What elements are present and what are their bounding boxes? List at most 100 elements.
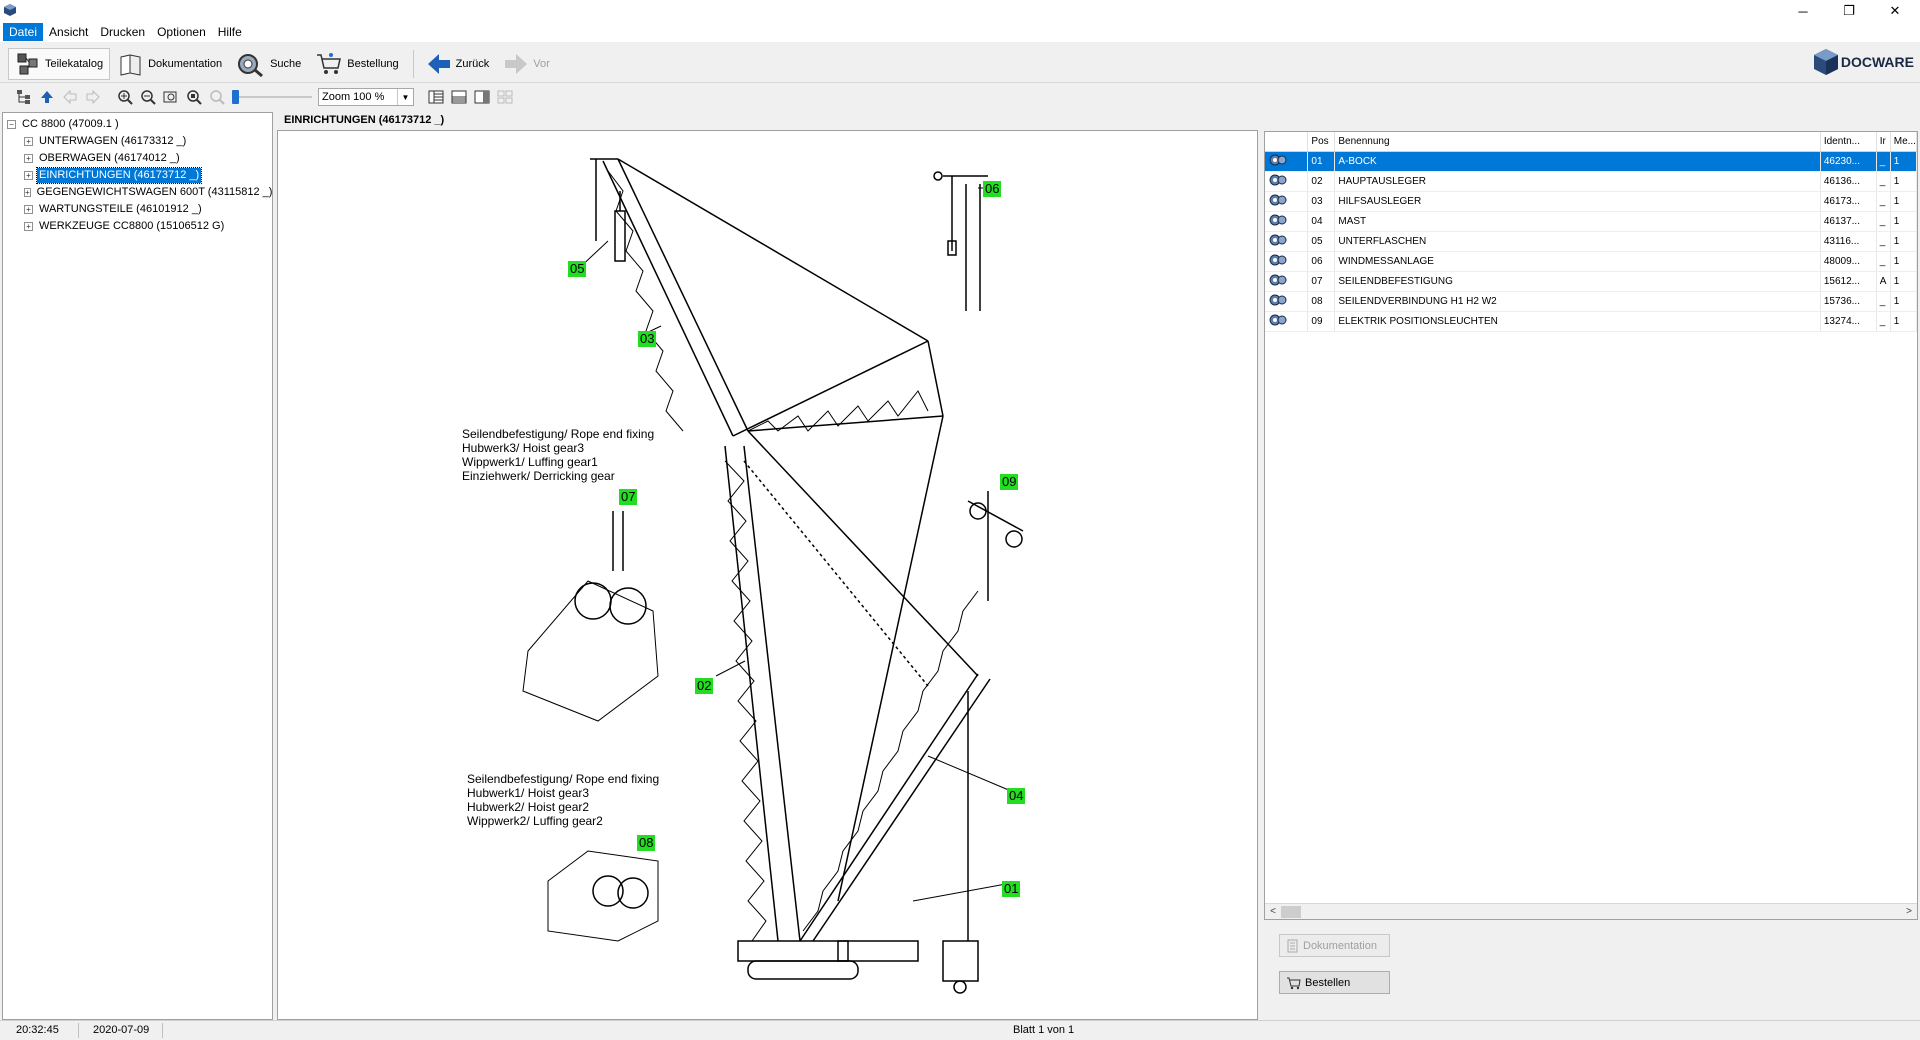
tree-root[interactable]: − CC 8800 (47009.1 ) [3,116,272,133]
dokumentation-button[interactable]: Dokumentation [112,48,228,80]
bestellen-button[interactable]: Bestellen [1279,971,1390,994]
zoom-out-icon[interactable] [138,87,158,107]
row-icon-cell[interactable] [1265,311,1309,332]
back-button[interactable]: Zurück [420,48,496,80]
suche-button[interactable]: Suche [230,48,307,80]
part-gear-icon [1269,254,1287,265]
zoom-select[interactable]: Zoom 100 % ▼ [318,88,414,106]
callout-02[interactable]: 02 [695,678,714,694]
column-header-identnummer[interactable]: Identn... [1820,132,1877,152]
arrow-back-disabled-icon[interactable] [60,87,80,107]
drawing-panel[interactable]: Seilendbefestigung/ Rope end fixing Hubw… [277,130,1258,1020]
tree-item-unterwagen[interactable]: + UNTERWAGEN (46173312 _) [3,133,272,150]
row-icon-cell[interactable] [1265,251,1309,272]
table-header-row: Pos Benennung Identn... Ir Me... [1265,132,1917,152]
cell-menge: 1 [1890,151,1917,172]
horizontal-scrollbar[interactable]: < > [1265,903,1917,919]
cell-identnummer: 48009... [1820,251,1877,272]
menu-ansicht[interactable]: Ansicht [49,25,89,39]
menu-drucken[interactable]: Drucken [100,25,146,39]
cell-identnummer: 46136... [1820,171,1877,192]
close-icon[interactable]: ✕ [1889,3,1901,18]
column-header-ir[interactable]: Ir [1876,132,1891,152]
row-icon-cell[interactable] [1265,151,1309,172]
column-header-benennung[interactable]: Benennung [1334,132,1821,152]
expand-icon[interactable]: + [24,154,33,163]
row-icon-cell[interactable] [1265,291,1309,312]
column-header-pos[interactable]: Pos [1307,132,1336,152]
zoom-in-icon[interactable] [115,87,135,107]
expand-icon[interactable]: + [24,205,33,214]
expand-icon[interactable]: + [24,171,33,180]
cell-identnummer: 43116... [1820,231,1877,252]
tree-item-oberwagen[interactable]: + OBERWAGEN (46174012 _) [3,150,272,167]
bestellung-button[interactable]: Bestellung [309,48,404,80]
teilekatalog-button[interactable]: Teilekatalog [8,47,111,80]
callout-01[interactable]: 01 [1002,881,1021,897]
layout-list-icon[interactable] [426,87,446,107]
callout-03[interactable]: 03 [638,331,657,347]
row-icon-cell[interactable] [1265,271,1309,292]
callout-04[interactable]: 04 [1007,788,1026,804]
column-header-menge[interactable]: Me... [1890,132,1917,152]
docware-logo: DOCWARE [1813,48,1914,76]
column-header-icon[interactable] [1265,132,1309,152]
zoom-slider-thumb[interactable] [232,90,239,104]
note-line: Seilendbefestigung/ Rope end fixing [467,772,660,786]
tree-item-wartungsteile[interactable]: + WARTUNGSTEILE (46101912 _) [3,201,272,218]
row-icon-cell[interactable] [1265,211,1309,232]
tree-item-werkzeuge[interactable]: + WERKZEUGE CC8800 (15106512 G) [3,218,272,235]
cell-ir: _ [1876,311,1891,332]
arrow-up-icon[interactable] [37,87,57,107]
tree-view-icon[interactable] [14,87,34,107]
zoom-window-icon[interactable] [161,87,181,107]
zoom-reset-disabled-icon[interactable] [207,87,227,107]
scroll-right-icon[interactable]: > [1906,906,1912,917]
row-icon-cell[interactable] [1265,191,1309,212]
restore-icon[interactable]: ❐ [1843,3,1855,18]
tree-item-gegengewichtswagen[interactable]: + GEGENGEWICHTSWAGEN 600T (43115812 _) [3,184,272,201]
layout-horizontal-icon[interactable] [449,87,469,107]
cell-pos: 05 [1307,231,1336,252]
minimize-icon[interactable]: ─ [1798,3,1808,19]
menu-hilfe[interactable]: Hilfe [217,25,242,39]
tree-item-einrichtungen[interactable]: + EINRICHTUNGEN (46173712 _) [3,167,272,184]
forward-button[interactable]: Vor [497,48,556,80]
callout-08[interactable]: 08 [637,835,656,851]
tree-item-label: UNTERWAGEN (46173312 _) [39,135,187,147]
tree-root-label: CC 8800 (47009.1 ) [22,118,119,130]
arrow-right-icon [505,53,528,74]
scroll-left-icon[interactable]: < [1270,906,1276,917]
row-icon-cell[interactable] [1265,171,1309,192]
zoom-slider[interactable] [232,90,312,104]
row-icon-cell[interactable] [1265,231,1309,252]
expand-icon[interactable]: + [24,222,33,231]
dokumentation-action-button[interactable]: Dokumentation [1279,934,1390,957]
callout-09[interactable]: 09 [1000,474,1019,490]
layout-grid-disabled-icon[interactable] [495,87,515,107]
scrollbar-thumb[interactable] [1281,906,1301,918]
expand-icon[interactable]: + [24,188,31,197]
cell-ir: _ [1876,191,1891,212]
expand-icon[interactable]: + [24,137,33,146]
callout-05[interactable]: 05 [568,261,587,277]
zoom-fit-icon[interactable] [184,87,204,107]
arrow-forward-disabled-icon[interactable] [83,87,103,107]
collapse-icon[interactable]: − [7,120,16,129]
callout-06[interactable]: 06 [983,181,1002,197]
cell-identnummer: 15612... [1820,271,1877,292]
layout-vertical-icon[interactable] [472,87,492,107]
menu-datei[interactable]: Datei [3,23,44,41]
menu-optionen[interactable]: Optionen [157,25,206,39]
callout-07[interactable]: 07 [619,489,638,505]
chevron-down-icon[interactable]: ▼ [397,89,413,105]
